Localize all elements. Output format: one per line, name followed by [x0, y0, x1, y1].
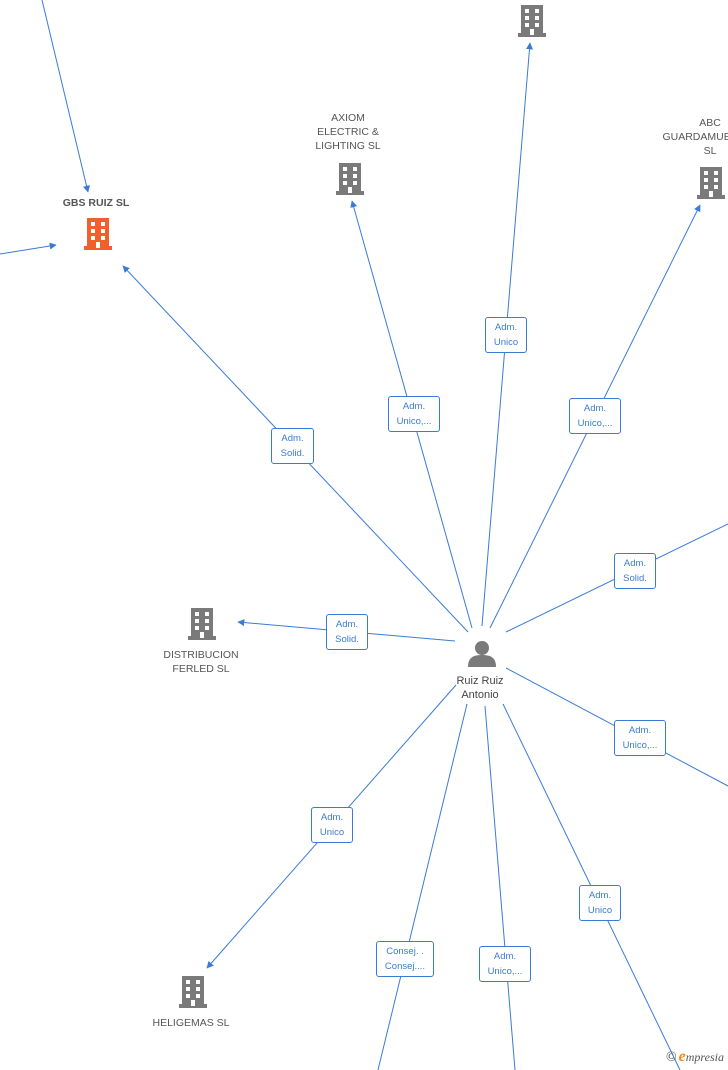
role-badge-distribucion: Adm. Solid. — [326, 614, 368, 650]
copyright-icon: © — [666, 1050, 677, 1065]
role-badge-bottom-mid: Adm. Unico,... — [479, 946, 531, 982]
company-label-distribucion[interactable]: DISTRIBUCION FERLED SL — [163, 649, 239, 675]
brand-name: mpresia — [685, 1050, 724, 1064]
company-label-gbs[interactable]: GBS RUIZ SL — [62, 197, 130, 209]
role-badge-bottom-left: Consej. . Consej.... — [376, 941, 434, 977]
role-badge-abc: Adm. Unico,... — [569, 398, 621, 434]
company-label-heligemas[interactable]: HELIGEMAS SL — [152, 1017, 230, 1029]
edge-top-left-gbs — [41, 0, 90, 193]
building-icon-axiom — [336, 163, 364, 195]
building-icon-heligemas — [179, 976, 207, 1008]
brand-watermark: ©empresia — [666, 1048, 724, 1066]
role-badge-right-upper: Adm. Solid. — [614, 553, 656, 589]
role-badge-bottom-right: Adm. Unico — [579, 885, 621, 921]
building-icon-distribucion — [188, 608, 216, 640]
role-badge-gbs: Adm. Solid. — [271, 428, 314, 464]
person-icon — [468, 641, 496, 667]
building-icon-gbs — [84, 218, 112, 250]
role-badge-top: Adm. Unico — [485, 317, 527, 353]
company-label-axiom[interactable]: AXIOM ELECTRIC & LIGHTING SL — [315, 112, 381, 152]
person-label[interactable]: Ruiz Ruiz Antonio — [456, 675, 504, 701]
role-badge-right-lower: Adm. Unico,... — [614, 720, 666, 756]
company-label-abc[interactable]: ABC GUARDAMUEBLES SL — [662, 117, 728, 157]
building-icon-top — [518, 5, 546, 37]
edge-bottom-left — [377, 703, 468, 1070]
role-badge-heligemas: Adm. Unico — [311, 807, 353, 843]
edge-left-gbs — [0, 242, 57, 255]
brand-logo-e: e — [678, 1048, 686, 1065]
role-badge-axiom: Adm. Unico,... — [388, 396, 440, 432]
building-icon-abc — [697, 167, 725, 199]
edge-bottom-mid — [484, 705, 516, 1070]
